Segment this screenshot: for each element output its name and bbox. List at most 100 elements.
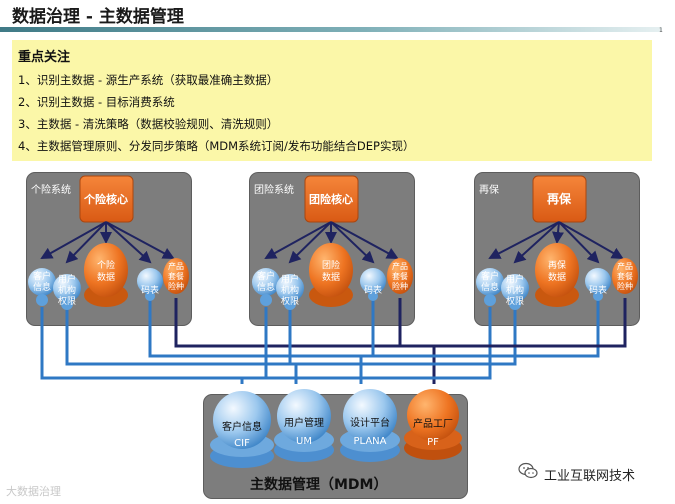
org-label: 用户 (506, 273, 524, 285)
org-node-base (284, 298, 296, 310)
mdm-node-code: PF (427, 437, 439, 448)
code-node-base (368, 291, 378, 301)
org-label: 权限 (58, 295, 76, 307)
code-node (585, 268, 611, 294)
page-title: 数据治理 - 主数据管理 (12, 7, 184, 27)
mdm-node-code: CIF (234, 438, 250, 449)
flow-arrow (264, 221, 332, 259)
connector-line (296, 307, 517, 366)
code-node-base (593, 291, 603, 301)
org-label: 机构 (58, 284, 76, 296)
flow-arrow (105, 221, 175, 259)
product-label: 套餐 (617, 271, 633, 281)
connector-line (40, 307, 244, 384)
customer-label: 客户 (33, 270, 51, 282)
mdm-node-name: 设计平台 (350, 416, 390, 429)
product-node (387, 258, 413, 294)
flow-arrow (488, 221, 560, 259)
product-label: 险种 (392, 281, 408, 291)
org-node (276, 274, 304, 302)
code-node-base (145, 291, 155, 301)
connector-line (361, 298, 600, 358)
flow-arrow (558, 221, 600, 264)
customer-label: 信息 (257, 281, 275, 293)
code-label: 码表 (589, 284, 607, 296)
data-node (84, 243, 128, 297)
data-label: 再保 (548, 259, 566, 271)
core-label: 再保 (547, 191, 572, 206)
product-node (612, 258, 638, 294)
product-label: 产品 (617, 261, 633, 271)
mdm-node-plana (343, 389, 397, 443)
flow-arrow (105, 221, 152, 264)
title-underline (0, 27, 662, 32)
mdm-node-pf (407, 389, 459, 441)
customer-label: 客户 (481, 270, 499, 282)
flow-arrow (65, 221, 107, 264)
org-label: 用户 (281, 273, 299, 285)
product-node (163, 258, 189, 294)
focus-line-1: 1、识别主数据 - 源生产系统（获取最准确主数据） (18, 73, 279, 87)
code-label: 码表 (364, 284, 382, 296)
org-label: 机构 (506, 284, 524, 296)
org-label: 权限 (506, 295, 524, 307)
watermark-left: 大数据治理 (6, 485, 61, 498)
product-label: 险种 (168, 281, 184, 291)
org-label: 权限 (281, 295, 299, 307)
mdm-title: 主数据管理（MDM） (250, 477, 388, 493)
org-node-base (509, 298, 521, 310)
mdm-node-name: 客户信息 (222, 420, 262, 433)
code-node (137, 268, 163, 294)
system-group: 团险核心 团险 数据 客户 信息 用户 机构 权限 码表 产品 套餐 险种 (252, 175, 413, 310)
customer-label: 信息 (481, 281, 499, 293)
code-label: 码表 (141, 284, 159, 296)
mdm-node-name: 产品工厂 (413, 417, 453, 430)
system-label: 团险系统 (254, 185, 294, 196)
flow-arrow (40, 221, 107, 259)
data-node (535, 243, 579, 297)
system-reinsurance: 再保 再保 数据 客户 信息 用户 机构 权限 码表 产品 套餐 险种 (476, 175, 638, 310)
customer-node-base (260, 294, 272, 306)
data-label: 个险 (97, 259, 115, 271)
wechat-icon (518, 462, 538, 479)
focus-line-3: 3、主数据 - 清洗策略（数据校验规则、清洗规则） (18, 117, 279, 131)
connection-lines (40, 298, 627, 384)
product-label: 险种 (617, 281, 633, 291)
flow-arrow (330, 221, 375, 264)
flow-arrow (558, 221, 624, 259)
data-label: 数据 (548, 271, 566, 283)
customer-node-base (36, 294, 48, 306)
code-node (360, 268, 386, 294)
connector-line (434, 298, 627, 348)
customer-node (252, 268, 280, 296)
customer-node (28, 268, 56, 296)
org-node-base (61, 298, 73, 310)
data-label: 数据 (97, 271, 115, 283)
mdm-node-cif (213, 391, 271, 449)
focus-heading: 重点关注 (18, 50, 71, 65)
data-label: 数据 (322, 271, 340, 283)
focus-line-4: 4、主数据管理原则、分发同步策略（MDM系统订阅/发布功能结合DEP实现） (18, 139, 415, 153)
flow-arrow (288, 221, 332, 264)
watermark-right: 工业互联网技术 (544, 469, 636, 484)
connector-line (242, 307, 492, 380)
customer-label: 信息 (33, 281, 51, 293)
product-label: 套餐 (392, 271, 408, 281)
data-label: 团险 (322, 259, 340, 271)
product-label: 产品 (168, 261, 184, 271)
system-label: 个险系统 (31, 185, 71, 196)
focus-box: 重点关注 1、识别主数据 - 源生产系统（获取最准确主数据） 2、识别主数据 -… (12, 40, 652, 161)
customer-label: 客户 (257, 270, 275, 282)
customer-node-base (484, 294, 496, 306)
flow-arrow (513, 221, 560, 264)
mdm-node-code: PLANA (354, 436, 387, 447)
connector-line (148, 298, 363, 384)
org-label: 机构 (281, 284, 299, 296)
org-label: 用户 (58, 273, 76, 285)
data-node (309, 243, 353, 297)
mdm-node-name: 用户管理 (284, 416, 324, 429)
connector-line (174, 298, 436, 384)
system-label: 再保 (479, 185, 499, 196)
core-label: 团险核心 (309, 192, 353, 206)
